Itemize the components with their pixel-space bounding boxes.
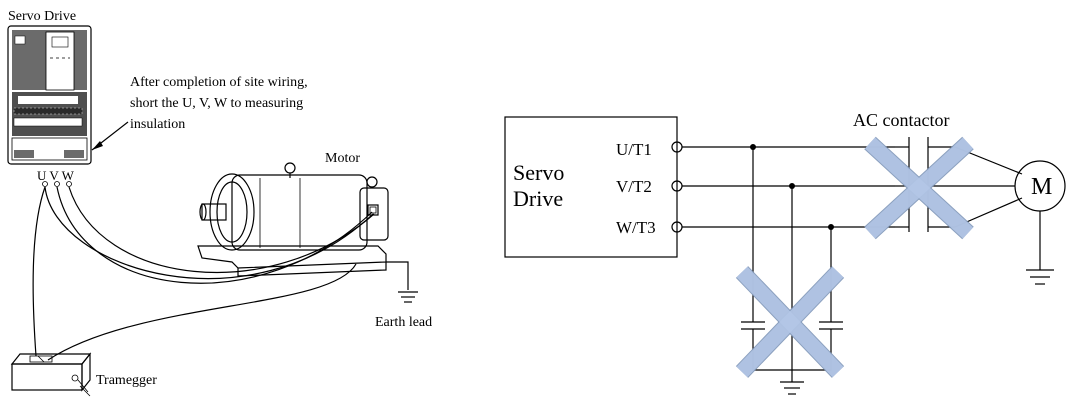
note-line-1: After completion of site wiring, — [130, 75, 308, 90]
tramegger-label: Tramegger — [96, 373, 157, 388]
terminal-w-label: W/T3 — [616, 218, 656, 237]
cap-ground-icon — [780, 381, 804, 395]
contactor-prohibited-cross — [864, 136, 974, 240]
terminal-u-label: U/T1 — [616, 140, 652, 159]
servo-drive-box — [504, 116, 678, 258]
drive-label-line-2: Drive — [513, 186, 563, 211]
motor-symbol-label: M — [1031, 174, 1052, 200]
ac-contactor-label: AC contactor — [853, 110, 949, 130]
uvw-terminal-label: U V W — [37, 168, 75, 183]
terminal-v-label: V/T2 — [616, 177, 652, 196]
servo-drive-icon — [7, 25, 92, 165]
earth-lead-label: Earth lead — [375, 315, 432, 330]
servo-drive-title: Servo Drive — [8, 9, 76, 24]
motor-ground-icon — [1026, 269, 1054, 285]
pointer-arrow — [91, 121, 129, 151]
tramegger-icon — [10, 352, 92, 397]
note-line-2: short the U, V, W to measuring — [130, 96, 303, 111]
capacitor-prohibited-cross — [735, 266, 845, 378]
right-wiring-diagram: Servo Drive U/T1 V/T2 W/T3 — [504, 110, 1066, 395]
motor-label: Motor — [325, 151, 360, 166]
drive-label-line-1: Servo — [513, 160, 564, 185]
note-line-3: insulation — [130, 117, 185, 132]
ground-icon — [398, 291, 418, 303]
motor-icon — [197, 162, 389, 277]
left-insulation-diagram: Servo Drive After completion of site wir… — [7, 9, 432, 397]
